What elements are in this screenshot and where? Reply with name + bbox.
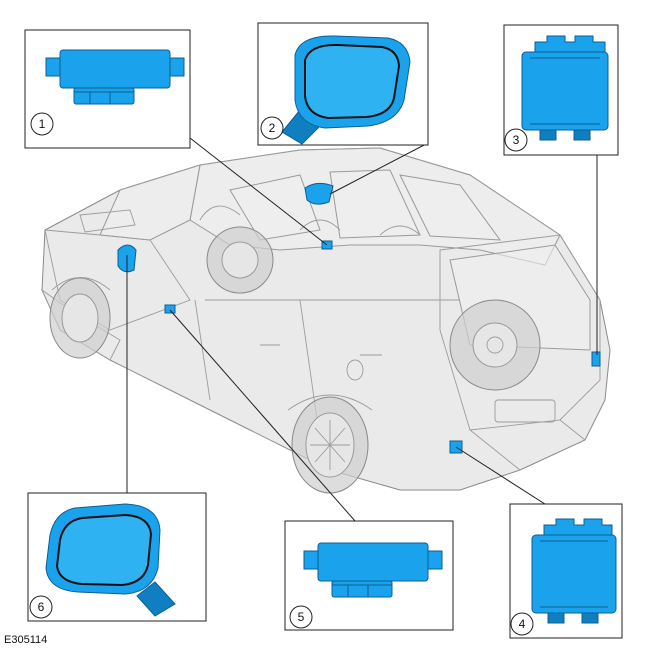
callout-4: 4: [509, 503, 623, 639]
callout-1: 1: [24, 29, 191, 149]
callout-number: 3: [513, 133, 520, 147]
module-icon: [521, 35, 609, 141]
callout-number: 6: [38, 600, 45, 614]
callout-number: 4: [519, 617, 526, 631]
callout-number: 5: [298, 610, 305, 624]
callout-3: 3: [503, 24, 619, 156]
module-icon: [303, 542, 443, 598]
callout-2: 2: [257, 22, 429, 146]
exterior-mirror-icon: [281, 35, 411, 145]
leader-line-1: [189, 137, 328, 246]
leader-lines: [126, 137, 598, 522]
callout-6: 6: [27, 492, 207, 622]
leader-line-2: [329, 142, 429, 195]
module-icon: [45, 49, 185, 105]
vehicle-phantom-illustration: [40, 147, 611, 494]
callout-number: 1: [39, 117, 46, 131]
leader-line-4: [455, 446, 549, 507]
callout-5: 5: [284, 520, 454, 631]
module-icon: [531, 518, 617, 624]
exterior-mirror-icon: [45, 503, 176, 617]
figure-id: E305114: [4, 634, 47, 646]
installed-right-mirror: [304, 182, 334, 205]
leader-line-5: [169, 309, 356, 522]
installed-module-3: [591, 351, 601, 367]
installed-module-5: [164, 304, 176, 314]
callout-number: 2: [269, 121, 276, 135]
